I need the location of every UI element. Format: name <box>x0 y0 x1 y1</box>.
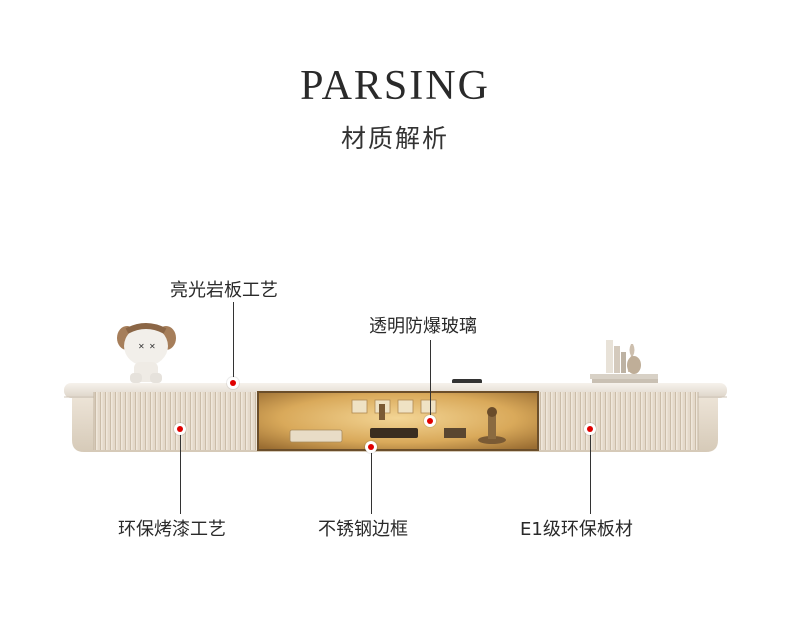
callout-label-slab: 亮光岩板工艺 <box>170 280 278 301</box>
figurine-decor: ✕ ✕ <box>117 323 176 383</box>
callout-line-steel <box>371 452 372 514</box>
callout-line-paint <box>180 434 181 514</box>
svg-text:✕: ✕ <box>138 342 145 351</box>
remote-decor <box>452 379 482 384</box>
svg-text:✕: ✕ <box>149 342 156 351</box>
power-outlets <box>351 399 437 420</box>
marker-dot-paint <box>174 423 186 435</box>
router-device <box>289 429 343 443</box>
callout-line-slab <box>233 302 234 382</box>
page-subtitle: 材质解析 <box>340 124 449 153</box>
books-vases-decor <box>590 340 658 384</box>
callout-line-board <box>590 434 591 514</box>
speaker-decor <box>478 407 506 444</box>
callout-label-board: E1级环保板材 <box>520 519 633 540</box>
callout-label-glass: 透明防爆玻璃 <box>369 316 477 337</box>
fluted-door-right <box>538 392 698 450</box>
page-title: PARSING <box>300 63 490 109</box>
marker-dot-glass <box>424 415 436 427</box>
marker-dot-steel <box>365 441 377 453</box>
callout-label-steel: 不锈钢边框 <box>318 519 408 540</box>
callout-line-glass <box>430 340 431 421</box>
marker-dot-slab <box>227 377 239 389</box>
fluted-door-left <box>94 392 258 450</box>
callout-label-paint: 环保烤漆工艺 <box>118 519 226 540</box>
marker-dot-board <box>584 423 596 435</box>
tv-box <box>444 428 466 438</box>
network-switch <box>370 428 418 438</box>
